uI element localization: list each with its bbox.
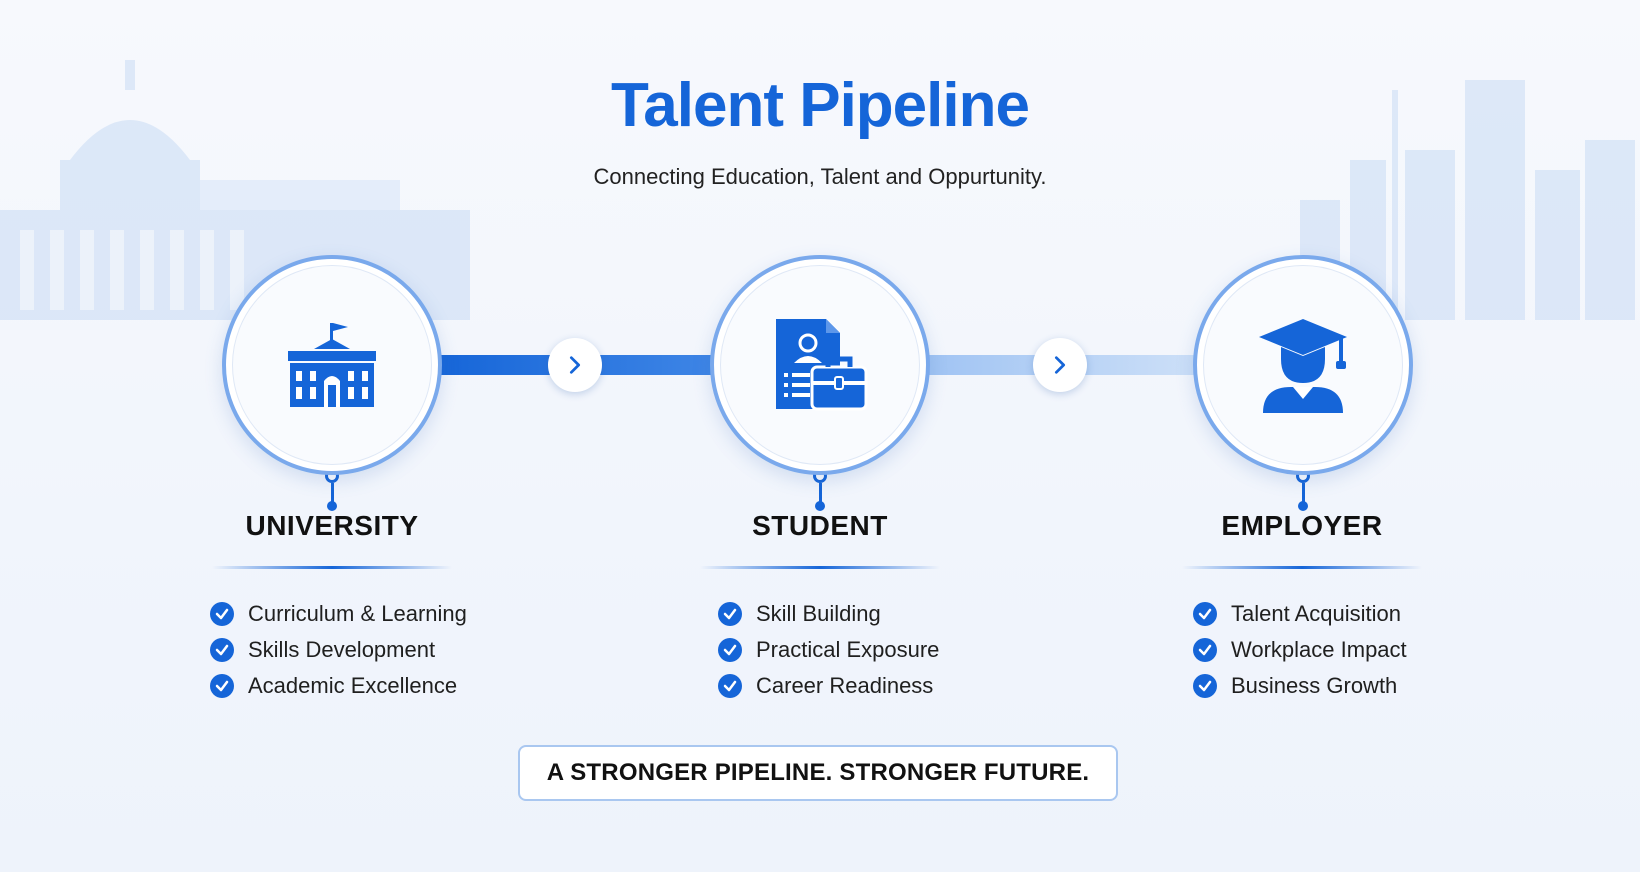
list-item: Academic Excellence — [210, 668, 467, 704]
next-arrow-button-1[interactable] — [548, 338, 602, 392]
stage-label-employer: EMPLOYER — [1221, 510, 1383, 541]
resume-briefcase-icon — [776, 319, 868, 411]
stage-icon-circle — [1193, 255, 1413, 475]
stage-employer — [1193, 255, 1413, 511]
stage-university — [222, 255, 442, 511]
next-arrow-button-2[interactable] — [1033, 338, 1087, 392]
check-icon — [210, 674, 234, 698]
page-title: Talent Pipeline — [611, 71, 1030, 140]
check-icon — [210, 602, 234, 626]
stage-label-student: STUDENT — [752, 510, 888, 541]
stage-pin — [325, 469, 339, 511]
graduate-person-icon — [1259, 319, 1347, 413]
list-item: Skill Building — [718, 596, 939, 632]
check-icon — [718, 602, 742, 626]
stage-pin — [1296, 469, 1310, 511]
list-item: Talent Acquisition — [1193, 596, 1407, 632]
list-item: Skills Development — [210, 632, 467, 668]
chevron-right-icon — [569, 356, 581, 374]
check-icon — [718, 674, 742, 698]
list-item: Curriculum & Learning — [210, 596, 467, 632]
stage-list-university: Curriculum & Learning Skills Development… — [210, 596, 467, 704]
footer-tagline: A STRONGER PIPELINE. STRONGER FUTURE. — [518, 745, 1118, 801]
stage-label-university: UNIVERSITY — [245, 510, 419, 541]
page-subtitle: Connecting Education, Talent and Oppurtu… — [593, 164, 1047, 189]
university-building-icon — [288, 323, 376, 407]
check-icon — [1193, 674, 1217, 698]
check-icon — [1193, 602, 1217, 626]
stage-underline — [212, 566, 452, 569]
list-item: Business Growth — [1193, 668, 1407, 704]
stage-student — [710, 255, 930, 511]
check-icon — [718, 638, 742, 662]
check-icon — [1193, 638, 1217, 662]
chevron-right-icon — [1054, 356, 1066, 374]
stage-underline — [700, 566, 940, 569]
list-item: Workplace Impact — [1193, 632, 1407, 668]
stage-icon-circle — [710, 255, 930, 475]
stage-list-employer: Talent Acquisition Workplace Impact Busi… — [1193, 596, 1407, 704]
stage-underline — [1182, 566, 1422, 569]
stage-list-student: Skill Building Practical Exposure Career… — [718, 596, 939, 704]
stage-icon-circle — [222, 255, 442, 475]
check-icon — [210, 638, 234, 662]
list-item: Career Readiness — [718, 668, 939, 704]
list-item: Practical Exposure — [718, 632, 939, 668]
stage-pin — [813, 469, 827, 511]
capitol-building-illustration — [0, 60, 470, 320]
